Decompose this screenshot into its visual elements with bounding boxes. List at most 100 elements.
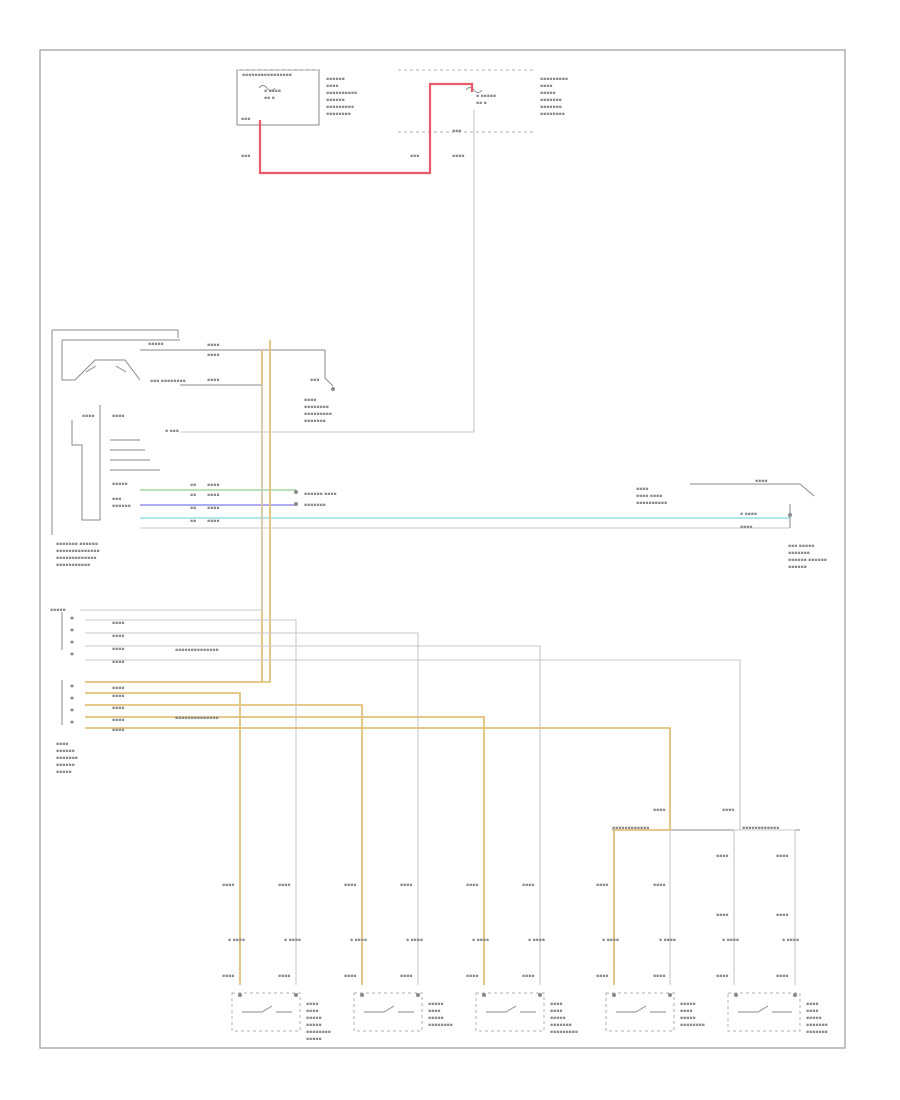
svg-text:▪▪▪▪▪▪▪▪▪: ▪▪▪▪▪▪▪▪▪	[550, 1030, 578, 1035]
svg-text:▪▪▪▪▪▪▪: ▪▪▪▪▪▪▪	[56, 756, 78, 761]
svg-text:▪▪▪▪: ▪▪▪▪	[400, 974, 412, 979]
svg-text:▪▪▪▪▪: ▪▪▪▪▪	[680, 1016, 696, 1021]
svg-text:▪▪▪▪: ▪▪▪▪	[522, 883, 534, 888]
svg-text:▪▪▪▪: ▪▪▪▪	[326, 84, 338, 89]
top-right-fuse: ▪ ▪▪▪▪▪ ▪▪ ▪ ▪▪▪▪▪▪▪▪▪ ▪▪▪▪ ▪▪▪▪▪ ▪▪▪▪▪▪…	[398, 69, 568, 159]
svg-text:▪▪▪▪: ▪▪▪▪	[716, 913, 728, 918]
svg-text:▪▪▪▪: ▪▪▪▪	[207, 483, 219, 488]
red-wire	[258, 82, 474, 175]
svg-text:▪▪▪▪: ▪▪▪▪	[344, 974, 356, 979]
svg-text:▪▪▪: ▪▪▪	[241, 154, 250, 159]
svg-text:▪▪▪▪▪▪ ▪▪▪▪▪▪: ▪▪▪▪▪▪ ▪▪▪▪▪▪	[788, 558, 827, 563]
svg-text:▪▪▪▪: ▪▪▪▪	[112, 686, 124, 691]
svg-text:▪▪▪▪: ▪▪▪▪	[207, 378, 219, 383]
svg-text:▪▪▪▪: ▪▪▪▪	[653, 974, 665, 979]
svg-text:▪▪▪▪: ▪▪▪▪	[400, 883, 412, 888]
svg-text:▪▪▪▪: ▪▪▪▪	[522, 974, 534, 979]
svg-text:▪▪▪▪: ▪▪▪▪	[722, 808, 734, 813]
svg-text:▪▪▪▪: ▪▪▪▪	[740, 525, 752, 530]
svg-text:▪▪▪▪▪: ▪▪▪▪▪	[540, 91, 556, 96]
bottom-switch-2: ▪▪▪▪▪ ▪▪▪▪ ▪▪▪▪▪ ▪▪▪▪▪▪▪▪	[353, 992, 453, 1032]
svg-text:▪▪ ▪: ▪▪ ▪	[264, 96, 275, 101]
svg-text:▪▪▪▪▪: ▪▪▪▪▪	[428, 1002, 444, 1007]
svg-text:▪▪▪▪▪▪▪: ▪▪▪▪▪▪▪	[540, 98, 562, 103]
svg-text:▪▪▪▪: ▪▪▪▪	[550, 1002, 562, 1007]
svg-text:▪ ▪▪▪▪▪: ▪ ▪▪▪▪▪	[476, 94, 496, 99]
svg-text:▪ ▪▪▪▪: ▪ ▪▪▪▪	[740, 512, 757, 517]
svg-text:▪▪▪▪▪▪▪▪▪: ▪▪▪▪▪▪▪▪▪	[540, 77, 568, 82]
svg-text:▪ ▪▪▪▪: ▪ ▪▪▪▪	[528, 938, 545, 943]
svg-text:▪▪▪▪ ▪▪▪▪: ▪▪▪▪ ▪▪▪▪	[636, 494, 662, 499]
svg-text:▪▪▪: ▪▪▪	[310, 378, 319, 383]
svg-text:▪▪▪▪▪▪: ▪▪▪▪▪▪	[56, 763, 75, 768]
svg-text:▪▪▪▪▪▪▪▪▪: ▪▪▪▪▪▪▪▪▪	[304, 412, 332, 417]
svg-text:▪▪▪▪▪: ▪▪▪▪▪	[680, 1002, 696, 1007]
svg-text:▪▪▪▪▪▪▪: ▪▪▪▪▪▪▪	[788, 551, 810, 556]
svg-text:▪▪▪▪▪▪: ▪▪▪▪▪▪	[326, 77, 345, 82]
right-door-switch: ▪▪▪▪ ▪▪▪▪ ▪▪▪▪ ▪▪▪▪▪▪▪▪▪▪ ▪▪▪▪ ▪ ▪▪▪▪ ▪▪…	[636, 479, 827, 570]
svg-text:▪▪▪▪: ▪▪▪▪	[112, 718, 124, 723]
svg-text:▪ ▪▪▪: ▪ ▪▪▪	[165, 429, 179, 434]
svg-text:▪▪▪▪: ▪▪▪▪	[776, 974, 788, 979]
svg-text:▪▪▪▪▪: ▪▪▪▪▪	[550, 1016, 566, 1021]
svg-text:▪ ▪▪▪▪: ▪ ▪▪▪▪	[782, 938, 799, 943]
svg-text:▪▪▪▪▪: ▪▪▪▪▪	[148, 342, 164, 347]
svg-text:▪▪▪▪▪▪▪▪: ▪▪▪▪▪▪▪▪	[428, 1023, 453, 1028]
left-junction-block: ▪▪▪▪▪ ▪▪▪▪ ▪▪▪▪▪▪ ▪▪▪▪▪▪▪ ▪▪▪▪▪▪ ▪▪▪▪▪	[50, 608, 78, 775]
svg-text:▪▪▪▪: ▪▪▪▪	[112, 621, 124, 626]
svg-text:▪▪▪▪▪: ▪▪▪▪▪	[56, 770, 72, 775]
svg-text:▪▪▪▪: ▪▪▪▪	[306, 1009, 318, 1014]
svg-text:▪▪: ▪▪	[190, 483, 196, 488]
svg-text:▪▪▪▪: ▪▪▪▪	[716, 854, 728, 859]
top-fuse-panel: ▪▪▪▪▪▪▪▪▪▪▪▪▪▪▪▪ ▪ ▪▪▪▪ ▪▪ ▪ ▪▪▪▪▪▪ ▪▪▪▪…	[236, 69, 357, 159]
svg-text:▪ ▪▪▪▪: ▪ ▪▪▪▪	[472, 938, 489, 943]
svg-text:▪▪▪: ▪▪▪	[241, 117, 250, 122]
svg-text:▪▪▪ ▪▪▪▪▪: ▪▪▪ ▪▪▪▪▪	[788, 544, 814, 549]
svg-text:▪ ▪▪▪▪: ▪ ▪▪▪▪	[350, 938, 367, 943]
svg-text:▪▪▪▪▪: ▪▪▪▪▪	[806, 1016, 822, 1021]
svg-text:▪▪▪▪▪▪▪▪▪▪: ▪▪▪▪▪▪▪▪▪▪	[636, 501, 667, 506]
svg-text:▪ ▪▪▪▪: ▪ ▪▪▪▪	[406, 938, 423, 943]
svg-text:▪▪ ▪: ▪▪ ▪	[476, 101, 487, 106]
svg-text:▪▪▪▪: ▪▪▪▪	[222, 883, 234, 888]
svg-text:▪▪▪▪▪▪: ▪▪▪▪▪▪	[326, 98, 345, 103]
svg-text:▪▪▪▪: ▪▪▪▪	[82, 414, 94, 419]
svg-text:▪▪▪▪: ▪▪▪▪	[680, 1009, 692, 1014]
svg-text:▪▪▪▪: ▪▪▪▪	[653, 883, 665, 888]
svg-text:▪▪▪: ▪▪▪	[452, 129, 461, 134]
svg-text:▪▪▪▪: ▪▪▪▪	[207, 506, 219, 511]
svg-text:▪▪▪▪▪▪▪▪▪▪: ▪▪▪▪▪▪▪▪▪▪	[326, 91, 357, 96]
multifunction-switch: ▪▪▪▪▪ ▪▪▪ ▪▪▪▪▪▪▪▪ ▪▪▪▪ ▪▪▪▪ ▪ ▪▪▪ ▪▪▪▪▪…	[51, 329, 186, 568]
svg-text:▪▪: ▪▪	[190, 519, 196, 524]
svg-text:▪ ▪▪▪▪: ▪ ▪▪▪▪	[722, 938, 739, 943]
svg-text:▪▪▪▪▪▪▪: ▪▪▪▪▪▪▪	[550, 1023, 572, 1028]
svg-text:▪▪▪▪▪▪▪: ▪▪▪▪▪▪▪	[304, 419, 326, 424]
svg-text:▪▪: ▪▪	[190, 493, 196, 498]
svg-text:▪▪▪▪: ▪▪▪▪	[653, 808, 665, 813]
svg-text:▪▪▪▪: ▪▪▪▪	[344, 883, 356, 888]
svg-text:▪▪▪▪: ▪▪▪▪	[550, 1009, 562, 1014]
svg-text:▪▪▪▪: ▪▪▪▪	[112, 634, 124, 639]
svg-text:▪▪▪▪▪▪▪: ▪▪▪▪▪▪▪	[806, 1023, 828, 1028]
svg-text:▪▪▪▪: ▪▪▪▪	[207, 493, 219, 498]
svg-text:▪▪▪▪: ▪▪▪▪	[755, 479, 767, 484]
svg-text:▪▪▪▪▪▪▪▪: ▪▪▪▪▪▪▪▪	[304, 405, 329, 410]
svg-text:▪▪▪▪: ▪▪▪▪	[776, 913, 788, 918]
svg-text:▪▪▪▪▪▪▪▪▪▪▪▪▪▪: ▪▪▪▪▪▪▪▪▪▪▪▪▪▪	[56, 549, 100, 554]
svg-text:▪▪▪▪: ▪▪▪▪	[112, 647, 124, 652]
switch-icon	[85, 365, 127, 373]
gray-wire-fuse-feed	[180, 110, 475, 433]
svg-text:▪▪▪▪: ▪▪▪▪	[540, 84, 552, 89]
svg-text:▪▪▪▪▪▪▪: ▪▪▪▪▪▪▪	[304, 503, 326, 508]
svg-text:▪▪▪▪▪▪▪▪▪▪▪▪▪▪: ▪▪▪▪▪▪▪▪▪▪▪▪▪▪	[175, 648, 219, 653]
fuse-icon	[258, 85, 276, 91]
svg-text:▪▪▪▪▪▪▪ ▪▪▪▪▪▪: ▪▪▪▪▪▪▪ ▪▪▪▪▪▪	[56, 542, 98, 547]
svg-text:▪▪▪▪▪▪▪▪▪▪▪▪▪▪: ▪▪▪▪▪▪▪▪▪▪▪▪▪▪	[175, 716, 219, 721]
svg-text:▪▪: ▪▪	[190, 506, 196, 511]
svg-text:▪▪▪▪▪: ▪▪▪▪▪	[306, 1037, 322, 1042]
svg-text:▪▪▪▪▪▪: ▪▪▪▪▪▪	[112, 504, 131, 509]
svg-text:▪▪▪▪▪▪▪▪▪▪▪▪: ▪▪▪▪▪▪▪▪▪▪▪▪	[612, 826, 649, 831]
bottom-switch-3: ▪▪▪▪ ▪▪▪▪ ▪▪▪▪▪ ▪▪▪▪▪▪▪ ▪▪▪▪▪▪▪▪▪	[475, 992, 578, 1035]
svg-text:▪▪▪▪▪▪▪▪▪: ▪▪▪▪▪▪▪▪▪	[326, 105, 354, 110]
